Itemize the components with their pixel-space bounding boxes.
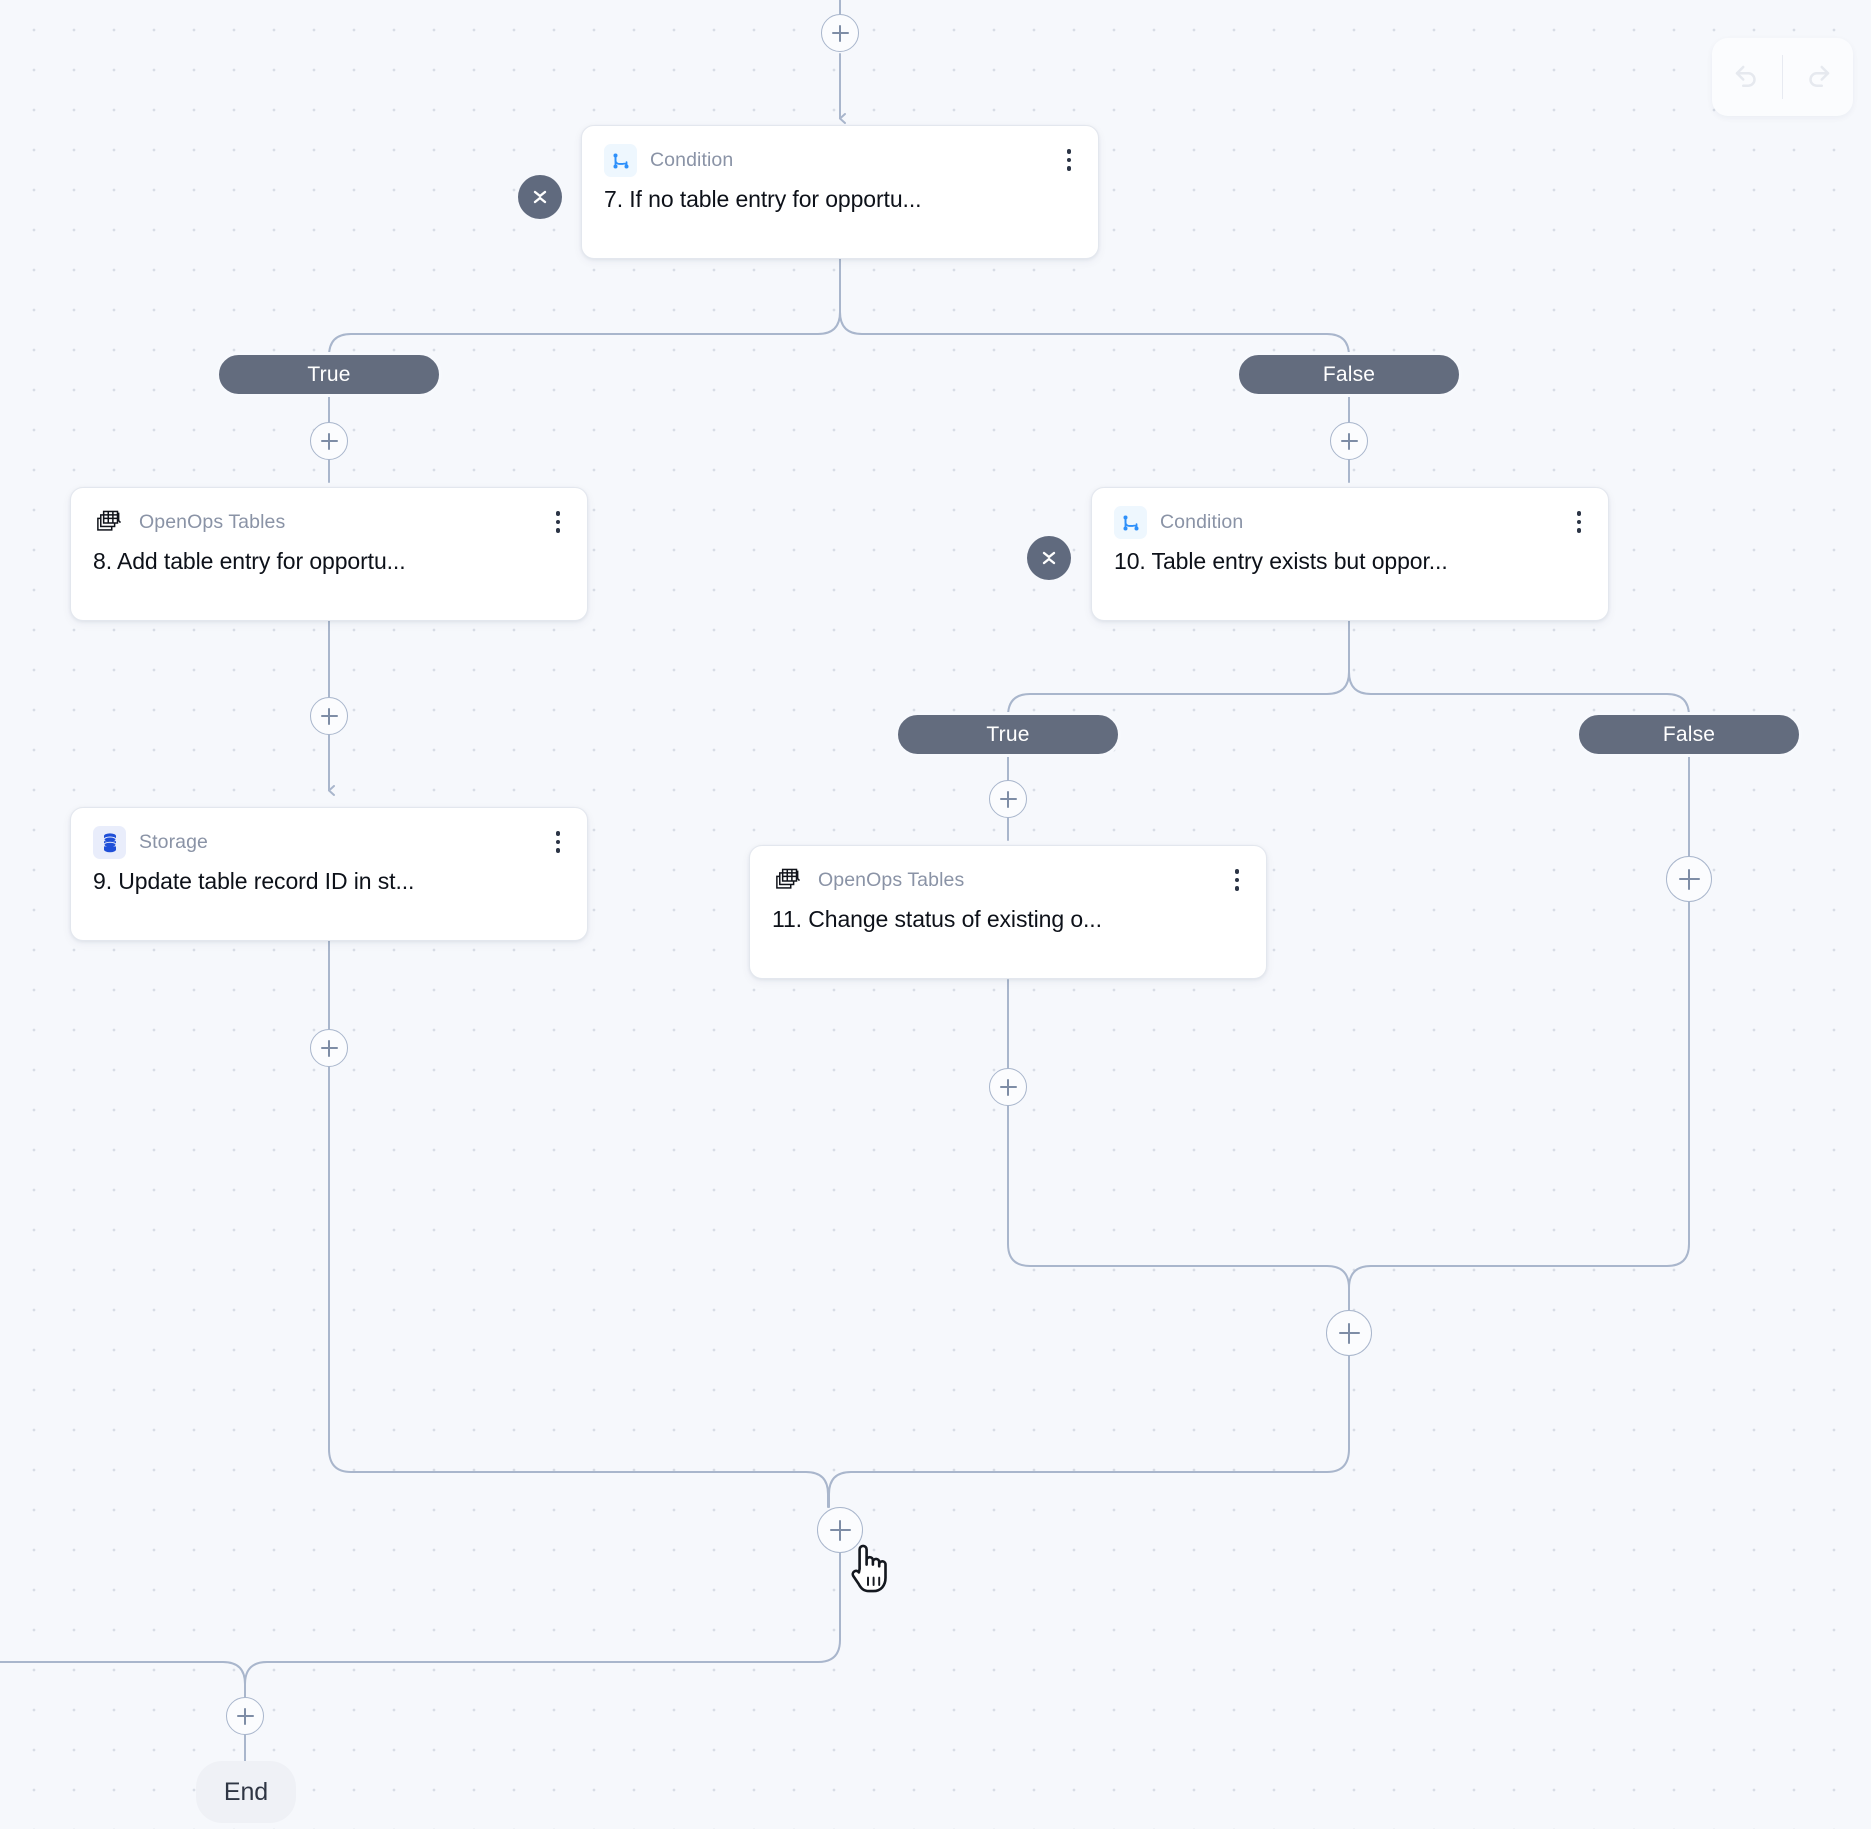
workflow-node-condition-7[interactable]: Condition 7. If no table entry for oppor… bbox=[581, 125, 1099, 259]
node-header: OpenOps Tables bbox=[772, 864, 1244, 897]
add-step-button-merge-main[interactable] bbox=[817, 1507, 863, 1553]
add-step-button-false-branch[interactable] bbox=[1330, 422, 1368, 460]
node-title: 11. Change status of existing o... bbox=[772, 906, 1102, 932]
node-type-label: OpenOps Tables bbox=[818, 869, 965, 891]
node-title: 10. Table entry exists but oppor... bbox=[1114, 548, 1448, 574]
node-type-label: Storage bbox=[139, 831, 208, 853]
database-storage-icon bbox=[93, 826, 126, 859]
redo-arrow-icon bbox=[1809, 65, 1830, 87]
node-menu-button[interactable] bbox=[1226, 865, 1248, 895]
branch-label-true-cond10[interactable]: True bbox=[895, 712, 1121, 757]
add-step-button-false-branch-2[interactable] bbox=[1666, 856, 1712, 902]
node-title: 9. Update table record ID in st... bbox=[93, 868, 415, 894]
node-menu-button[interactable] bbox=[1058, 145, 1080, 175]
workflow-node-tables-8[interactable]: OpenOps Tables 8. Add table entry for op… bbox=[70, 487, 588, 621]
collapse-toggle-node-7[interactable] bbox=[518, 175, 562, 219]
node-type-label: Condition bbox=[650, 149, 734, 171]
node-title: 7. If no table entry for opportu... bbox=[604, 186, 922, 212]
end-node: End bbox=[196, 1761, 296, 1823]
undo-arrow-icon bbox=[1735, 65, 1756, 87]
add-step-button-after-node-11[interactable] bbox=[989, 1068, 1027, 1106]
condition-branch-icon bbox=[604, 144, 637, 177]
history-toolbar bbox=[1712, 38, 1853, 116]
condition-branch-icon bbox=[1114, 506, 1147, 539]
add-step-button-after-node-9[interactable] bbox=[310, 1029, 348, 1067]
workflow-node-tables-11[interactable]: OpenOps Tables 11. Change status of exis… bbox=[749, 845, 1267, 979]
workflow-node-condition-10[interactable]: Condition 10. Table entry exists but opp… bbox=[1091, 487, 1609, 621]
node-type-label: Condition bbox=[1160, 511, 1244, 533]
redo-button[interactable] bbox=[1783, 38, 1853, 116]
collapse-toggle-node-10[interactable] bbox=[1027, 536, 1071, 580]
undo-button[interactable] bbox=[1712, 38, 1782, 116]
node-header: OpenOps Tables bbox=[93, 506, 565, 539]
node-menu-button[interactable] bbox=[547, 507, 569, 537]
collapse-chevrons-icon bbox=[1042, 551, 1056, 565]
add-step-button-before-end[interactable] bbox=[226, 1697, 264, 1735]
node-menu-button[interactable] bbox=[1568, 507, 1590, 537]
node-type-label: OpenOps Tables bbox=[139, 511, 286, 533]
collapse-chevrons-icon bbox=[533, 190, 547, 204]
add-step-button-merge-cond10[interactable] bbox=[1326, 1310, 1372, 1356]
add-step-button-true-branch[interactable] bbox=[310, 422, 348, 460]
node-header: Condition bbox=[1114, 506, 1586, 539]
node-header: Storage bbox=[93, 826, 565, 859]
toolbar-divider bbox=[1782, 55, 1783, 99]
node-menu-button[interactable] bbox=[547, 827, 569, 857]
add-step-button-after-node-8[interactable] bbox=[310, 697, 348, 735]
tables-stack-icon bbox=[772, 864, 805, 897]
workflow-node-storage-9[interactable]: Storage 9. Update table record ID in st.… bbox=[70, 807, 588, 941]
branch-label-false-cond10[interactable]: False bbox=[1576, 712, 1802, 757]
node-header: Condition bbox=[604, 144, 1076, 177]
add-step-button-true-branch-2[interactable] bbox=[989, 780, 1027, 818]
add-step-button-top[interactable] bbox=[821, 14, 859, 52]
tables-stack-icon bbox=[93, 506, 126, 539]
node-title: 8. Add table entry for opportu... bbox=[93, 548, 406, 574]
branch-label-true-cond7[interactable]: True bbox=[216, 352, 442, 397]
branch-label-false-cond7[interactable]: False bbox=[1236, 352, 1462, 397]
